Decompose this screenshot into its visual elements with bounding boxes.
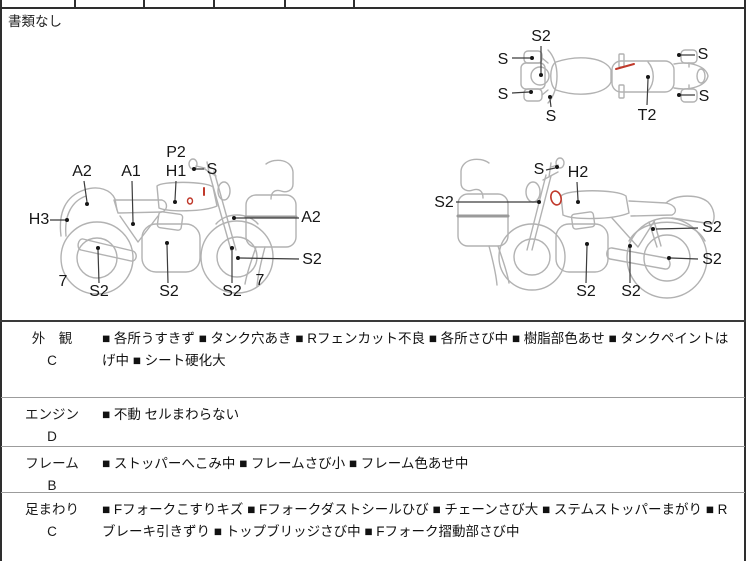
leftview-label-fork: S2 [222,283,242,300]
section-label-frame: フレーム [25,456,79,471]
details-frame: ■ ストッパーへこみ中 ■ フレームさび小 ■ フレーム色あせ中 [102,456,469,471]
details-exterior: ■ 各所うすきず ■ タンク穴あき ■ Rフェンカット不良 ■ 各所さび中 ■ … [102,331,729,368]
grade-engine: D [47,429,57,444]
topview-label-rear-right: S [698,88,710,105]
header-cell-divider [353,0,355,7]
topview-label-front-right: S [497,86,509,103]
leftview-label-mirror: S [206,161,218,178]
leftview-label-rear-fender: H3 [28,211,50,228]
header-row-bottom-border [0,7,746,9]
leftview-label-front-wheel: S2 [302,251,322,268]
grade-frame: B [47,478,57,493]
grade-exterior: C [47,353,57,368]
rightview-label-shock: S2 [702,219,722,236]
condition-row-frame: フレーム B ■ ストッパーへこみ中 ■ フレームさび小 ■ フレーム色あせ中 [2,447,744,493]
row-divider [1,397,745,398]
condition-row-exterior: 外 観 C ■ 各所うすきず ■ タンク穴あき ■ Rフェンカット不良 ■ 各所… [2,322,744,397]
header-cell-divider [284,0,286,7]
leftview-label-tank: H1 [165,163,187,180]
topview-label-handlebar: S2 [531,28,551,45]
leftview-label-engine: S2 [159,283,179,300]
leftview-label-tank-paint: P2 [166,144,186,161]
condition-row-undercarriage: 足まわり C ■ Fフォークこすりキズ ■ Fフォークダストシールひび ■ チェ… [2,493,744,561]
leftview-label-tail: A2 [72,163,92,180]
sheet-left-border [0,0,2,561]
header-cell-divider [213,0,215,7]
rightview-label-rear-wheel: S2 [702,251,722,268]
topview-label-seat: T2 [637,107,657,124]
sheet-right-border [744,0,746,561]
grade-undercarriage: C [47,524,57,539]
red-defect-marks [186,63,635,206]
leftview-label-rear-wheel-grade: 7 [58,273,68,290]
row-divider [1,446,745,447]
condition-row-engine: エンジン D ■ 不動 セルまわらない [2,398,744,446]
rightview-label-engine: S2 [576,283,596,300]
topview-label-front-left: S [497,51,509,68]
table-top-border [0,320,746,322]
topview-label-front-lower: S [545,108,557,125]
details-undercarriage: ■ Fフォークこすりキズ ■ Fフォークダストシールひび ■ チェーンさび大 ■… [102,502,728,539]
header-cell-divider [74,0,76,7]
rightview-label-tank: H2 [567,164,589,181]
row-divider [1,492,745,493]
leftview-label-front-wheel-grade: 7 [255,272,265,289]
section-label-engine: エンジン [25,407,79,422]
rightview-label-mirror: S [533,161,545,178]
documents-note: 書類なし [8,14,62,29]
leftview-label-seat: A1 [121,163,141,180]
leftview-label-muffler: S2 [89,283,109,300]
section-label-undercarriage: 足まわり [25,502,79,517]
section-label-exterior: 外 観 [31,331,73,346]
rightview-label-frame: S2 [621,283,641,300]
topview-label-rear-left: S [697,46,709,63]
header-cell-divider [143,0,145,7]
details-engine: ■ 不動 セルまわらない [102,407,240,422]
rightview-label-fork-upper: S2 [434,194,454,211]
leftview-label-front-fender: A2 [301,209,321,226]
